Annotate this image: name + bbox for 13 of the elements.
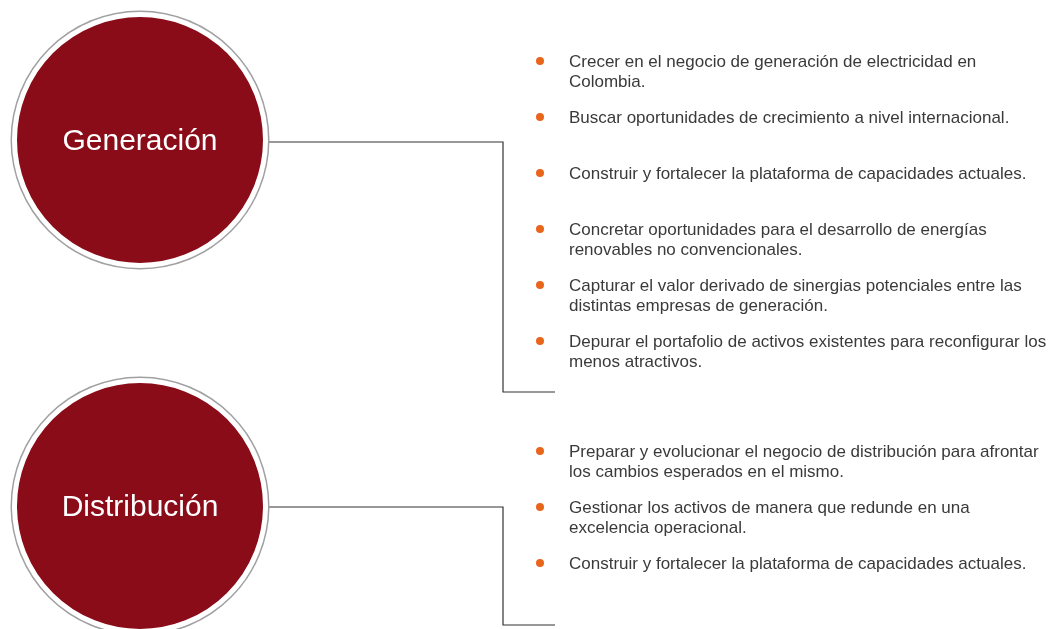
list-item: Buscar oportunidades de crecimiento a nivel internacional. [569,108,1011,128]
list-item: Preparar y evolucionar el negocio de distribución para afrontar los cambios esperados en el mismo. [569,442,1040,482]
list-item: Gestionar los activos de manera que redunde en una excelencia operacional. [569,498,971,538]
list-item: Concretar oportunidades para el desarrollo de energías renovables no convencionales. [569,220,988,260]
list-item: Crecer en el negocio de generación de electricidad en Colombia. [569,52,978,92]
list-item: Depurar el portafolio de activos existentes para reconfigurar los menos atractivos. [569,332,1048,372]
list-item: Capturar el valor derivado de sinergias potenciales entre las distintas empresas de generación. [569,276,1023,316]
circle-label: Distribución [61,489,219,523]
list-item: Construir y fortalecer la plataforma de capacidades actuales. [569,164,1028,184]
connector-line [267,141,556,393]
connector-line [267,506,556,626]
circle-label: Generación [62,123,218,157]
list-item: Construir y fortalecer la plataforma de capacidades actuales. [569,554,1028,574]
